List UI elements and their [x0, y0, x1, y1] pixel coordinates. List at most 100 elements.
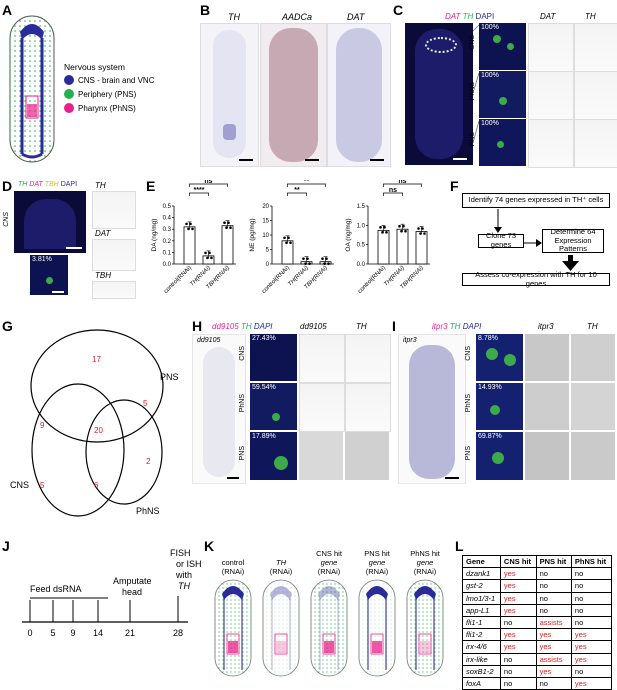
panel-label-d: D — [2, 178, 13, 194]
i-col-gene: itpr3 — [538, 322, 554, 331]
d-inset-image: 3.81% — [30, 255, 68, 295]
hit-cell: yes — [570, 652, 613, 666]
e-point — [325, 257, 328, 260]
d-title-dat: DAT — [95, 229, 111, 238]
k-label-top: PNS hit — [364, 549, 390, 558]
f-box-clone: Clone 73 genes — [478, 232, 524, 249]
k-label-mid: gene — [368, 558, 386, 567]
c-row-phns-dat — [528, 71, 574, 120]
k-label-bottom: (RNAi) — [269, 567, 293, 576]
c-col-dat: DAT — [540, 12, 556, 21]
c-whole-image — [405, 23, 473, 165]
c-channel-th: TH — [462, 12, 474, 21]
h-channel-dapi: DAPI — [253, 322, 273, 331]
legend-label-cns: CNS - brain and VNC — [78, 75, 155, 85]
i-row-pns-gene — [525, 432, 569, 480]
e-sig-label: ** — [304, 180, 310, 185]
c-row-cns-merge: 100% — [479, 23, 526, 70]
c-row-pns-th — [574, 119, 617, 168]
c-row-pns-merge: 100% — [479, 119, 526, 166]
h-pct-pns: 17.89% — [252, 433, 276, 440]
e-tick-label: 15 — [262, 219, 269, 225]
e-point — [225, 226, 228, 230]
e-tick-label: 0.3 — [163, 227, 172, 233]
venn-count-pns-phns: 5 — [143, 399, 148, 408]
j-amputate-label-2: head — [122, 587, 142, 597]
hit-cell: yes — [499, 579, 537, 593]
venn-count-all: 20 — [94, 426, 103, 435]
h-whole-image: dd9105 — [192, 334, 246, 484]
panel-label-k: K — [204, 538, 215, 554]
k-worm-schematic — [214, 579, 252, 677]
e-point — [302, 257, 305, 260]
e-tick-label: 1.0 — [357, 223, 366, 229]
e-point — [421, 227, 424, 230]
e-tick-label: 0.0 — [357, 262, 366, 268]
e-point — [306, 257, 309, 260]
c-row-phns-merge: 100% — [479, 71, 526, 118]
k-worm-schematic — [358, 579, 396, 677]
gene-name-cell: gst-2 — [462, 579, 501, 593]
e-tick-label: 0.5 — [357, 243, 366, 249]
d-title-tbh: TBH — [95, 271, 111, 280]
h-row-cns-merge: 27.43% — [250, 334, 297, 381]
e-bar — [281, 240, 294, 265]
h-channel-labels: dd9105 TH DAPI — [212, 322, 273, 331]
b-title-dat: DAT — [347, 12, 365, 22]
c-channel-dat: DAT — [445, 12, 461, 21]
e-charts: 0.00.10.20.30.40.5DA (ng/mg)control(RNAi… — [151, 180, 430, 295]
panel-label-i: I — [392, 318, 396, 334]
k-column: control(RNAi) — [210, 546, 256, 683]
e-sig-label: ns — [398, 180, 406, 185]
e-sig-label: ns — [204, 180, 212, 185]
e-sig-label: **** — [194, 187, 205, 194]
i-row-cns-th — [571, 334, 615, 381]
e-point — [379, 226, 382, 229]
c-pct-phns: 100% — [481, 72, 499, 79]
panel-label-g: G — [2, 318, 13, 334]
d-th-image — [92, 191, 136, 229]
legend-item-pns: Periphery (PNS) — [64, 89, 154, 99]
hit-cell: yes — [535, 664, 572, 678]
e-point — [419, 232, 422, 235]
k-label-bottom: (RNAi) — [317, 567, 341, 576]
gene-name-cell: lmo1/3-1 — [462, 591, 501, 605]
h-col-gene: dd9105 — [300, 322, 327, 331]
k-label-top: PhNS hit — [410, 549, 440, 558]
legend-swatch-pns — [64, 89, 74, 99]
hit-cell: no — [499, 615, 537, 630]
i-tag-phns: PhNS — [465, 394, 472, 413]
h-row-cns-th — [345, 334, 391, 383]
hit-cell: yes — [499, 591, 537, 605]
e-tick-label: 0.5 — [163, 204, 172, 210]
c-row-phns-th — [574, 71, 617, 120]
hit-cell: yes — [570, 676, 613, 690]
e-point — [229, 226, 232, 230]
e-point — [417, 227, 420, 230]
c-tag-cns: CNS — [469, 35, 476, 50]
e-point — [327, 262, 330, 265]
panel-label-e: E — [146, 178, 156, 194]
j-fish-label-2: or ISH — [176, 559, 202, 569]
legend-item-phns: Pharynx (PhNS) — [64, 103, 154, 113]
legend-item-cns: CNS - brain and VNC — [64, 75, 154, 85]
e-point — [402, 224, 405, 228]
e-point — [191, 227, 194, 231]
c-tag-phns: PhNS — [469, 82, 476, 101]
d-dat-image — [92, 239, 136, 271]
hit-cell: yes — [499, 628, 537, 642]
j-tick-label: 21 — [125, 628, 135, 638]
e-point — [283, 236, 286, 240]
e-sig-label: ** — [294, 187, 300, 194]
panel-label-h: H — [192, 318, 203, 334]
c-channel-dapi: DAPI — [475, 12, 495, 21]
h-whole-label: dd9105 — [197, 337, 221, 344]
h-pct-phns: 59.54% — [252, 384, 276, 391]
h-row-phns-gene — [299, 383, 345, 432]
